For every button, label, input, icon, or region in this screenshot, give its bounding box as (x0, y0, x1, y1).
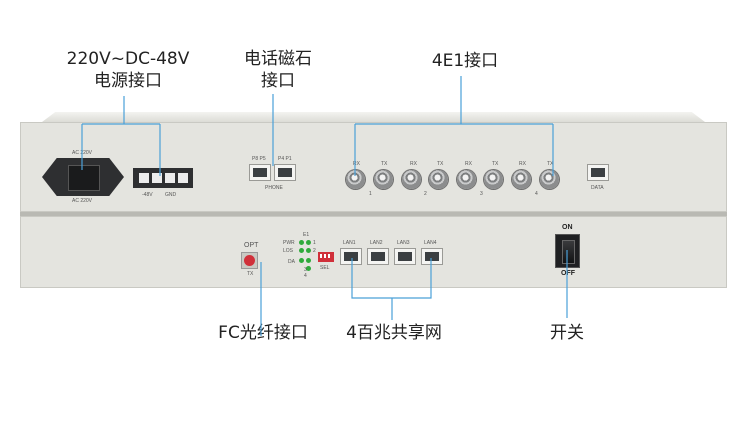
phone-label: PHONE (265, 185, 283, 191)
e1-bnc-tx-3[interactable] (484, 170, 503, 189)
e-label-4: 4 (304, 273, 307, 279)
dc-gnd-label: GND (165, 192, 177, 198)
e1-port-label-6: TX (492, 161, 499, 167)
ac-label-bottom: AC 220V (72, 198, 93, 204)
led-e1-3 (306, 258, 311, 263)
dc-terminal-2 (152, 173, 162, 183)
phone-port-label-2: P4 P1 (278, 156, 292, 162)
e1-port-label-3: RX (410, 161, 417, 167)
e1-leader (354, 76, 554, 176)
e1-group-4: 4 (535, 191, 538, 197)
e1-bnc-tx-1[interactable] (374, 170, 393, 189)
e1-group-2: 2 (424, 191, 427, 197)
dc-neg-label: -48V (142, 192, 153, 198)
dc-terminal-block[interactable] (133, 168, 193, 188)
e1-port-label-2: TX (381, 161, 388, 167)
sel-dip-switch[interactable] (318, 252, 334, 262)
e1-port-label-5: RX (465, 161, 472, 167)
e1-bnc-rx-3[interactable] (457, 170, 476, 189)
fiber-dust-cap (244, 255, 255, 266)
e1-callout: 4E1接口 (431, 51, 499, 71)
fc-fiber-port[interactable] (241, 252, 258, 269)
switch-off-label: OFF (561, 270, 575, 277)
led-e1-1 (306, 240, 311, 245)
lan-port-2[interactable] (367, 248, 389, 265)
lan-label-2: LAN2 (370, 240, 383, 246)
power-callout-line1: 220V~DC-48V (66, 49, 190, 69)
e1-group-3: 3 (480, 191, 483, 197)
lan-label-1: LAN1 (343, 240, 356, 246)
e-label-1: 1 (313, 240, 316, 246)
e1-bnc-rx-4[interactable] (512, 170, 531, 189)
ac-socket (68, 165, 100, 191)
e1-bnc-tx-2[interactable] (429, 170, 448, 189)
phone-port-label-1: P8 P5 (252, 156, 266, 162)
data-label: DATA (591, 185, 604, 191)
lan-port-4[interactable] (421, 248, 443, 265)
lan-label-4: LAN4 (424, 240, 437, 246)
rocker-paddle (562, 240, 575, 264)
device-top-unit (20, 112, 727, 212)
dip-lever-3 (328, 254, 330, 258)
data-port[interactable] (587, 164, 609, 181)
tx-label: TX (247, 271, 254, 277)
e-label-3: 3 (304, 267, 307, 273)
led-label-da: DA (288, 259, 295, 265)
led-e1-4 (306, 266, 311, 271)
lan-port-3[interactable] (394, 248, 416, 265)
top-unit-face (20, 122, 727, 212)
dip-lever-2 (324, 254, 326, 258)
dip-lever-1 (320, 254, 322, 258)
e1-port-label-4: TX (437, 161, 444, 167)
e1-bnc-rx-1[interactable] (346, 170, 365, 189)
lan-label-3: LAN3 (397, 240, 410, 246)
led-label-pwr: PWR (283, 240, 295, 246)
opt-label: OPT (244, 242, 259, 249)
led-e1-2 (306, 248, 311, 253)
e1-group-1: 1 (369, 191, 372, 197)
e1-port-label-7: RX (519, 161, 526, 167)
top-unit-lid (42, 112, 705, 122)
phone-callout-line1: 电话磁石 (244, 49, 312, 69)
switch-callout: 开关 (550, 323, 584, 343)
switch-on-label: ON (562, 224, 573, 231)
dc-terminal-1 (139, 173, 149, 183)
phone-callout-line2: 接口 (261, 71, 295, 91)
dc-terminal-4 (178, 173, 188, 183)
phone-port-2[interactable] (274, 164, 296, 181)
e1-port-label-1: RX (353, 161, 360, 167)
lan-leader (351, 258, 432, 320)
lan-port-1[interactable] (340, 248, 362, 265)
e1-bnc-tx-4[interactable] (540, 170, 559, 189)
power-callout: 220V~DC-48V 电源接口 (58, 48, 198, 92)
fc-callout: FC光纤接口 (218, 323, 308, 343)
phone-callout: 电话磁石 接口 (228, 48, 328, 92)
led-da (299, 258, 304, 263)
sel-label: SEL (320, 265, 330, 271)
bottom-unit-divider (20, 212, 727, 216)
e-label-e1: E1 (303, 232, 310, 238)
lan-callout: 4百兆共享网 (346, 323, 442, 343)
e-label-2: 2 (313, 248, 316, 254)
led-label-los: LOS (283, 248, 294, 254)
e1-bnc-rx-2[interactable] (402, 170, 421, 189)
ac-power-inlet[interactable] (42, 158, 124, 196)
power-callout-line2: 电源接口 (94, 71, 162, 91)
phone-port-1[interactable] (249, 164, 271, 181)
dc-terminal-3 (165, 173, 175, 183)
e1-port-label-8: TX (547, 161, 554, 167)
led-los (299, 248, 304, 253)
power-leader (81, 96, 161, 176)
led-pwr (299, 240, 304, 245)
